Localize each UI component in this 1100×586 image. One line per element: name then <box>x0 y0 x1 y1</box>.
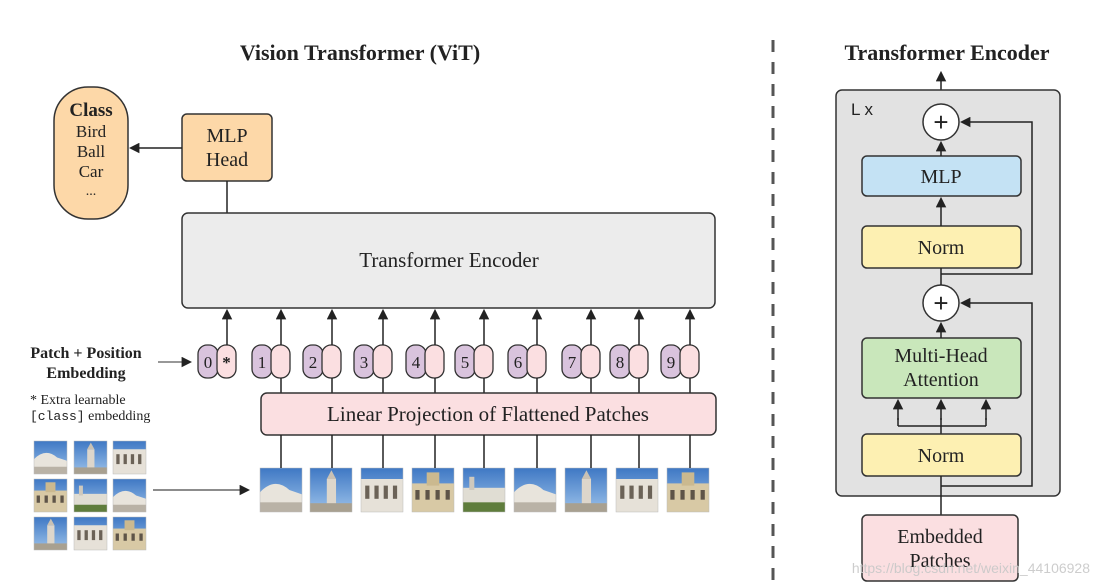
grid-tile-3 <box>112 440 147 475</box>
token-3: 3 <box>353 308 393 393</box>
grid-tile-4 <box>33 478 68 513</box>
skip-connection-bottom <box>941 297 1033 487</box>
encoder-mlp-label: MLP <box>920 166 961 188</box>
watermark: https://blog.csdn.net/weixin_44106928 <box>852 560 1090 576</box>
skip-connection-top <box>941 116 1033 275</box>
token-6: 6 <box>507 308 547 393</box>
class-item-more: ... <box>86 184 97 199</box>
qkv-branch-lines <box>897 418 987 434</box>
grid-tile-9 <box>112 516 147 551</box>
embedded-patches-line2: Patches <box>909 550 970 572</box>
plus-middle-label: + <box>933 288 948 318</box>
patch-image-7 <box>564 467 608 513</box>
patch-embedding <box>526 344 547 379</box>
norm-bottom-label: Norm <box>918 445 965 467</box>
patch-embedding <box>473 344 494 379</box>
mlp-head-line1: MLP <box>206 125 247 147</box>
position-index: 1 <box>258 353 267 372</box>
patch-image-4 <box>411 467 455 513</box>
token-0: 0* <box>197 308 237 379</box>
transformer-encoder-label: Transformer Encoder <box>359 248 538 272</box>
token-4: 4 <box>405 308 445 393</box>
norm-top-label: Norm <box>918 237 965 259</box>
patch-image-1 <box>259 467 303 513</box>
transformer-encoder-box <box>181 212 716 309</box>
patch-embedding <box>679 344 700 379</box>
grid-tile-6 <box>112 478 147 513</box>
patch-images <box>259 435 710 513</box>
patch-embedding <box>321 344 342 379</box>
position-index: 4 <box>412 353 421 372</box>
class-box <box>53 86 129 220</box>
patch-embedding <box>270 344 291 379</box>
position-index: 2 <box>309 353 318 372</box>
footnote-class-code: [class] <box>30 409 85 424</box>
embedding-label-line1: Patch + Position <box>30 345 141 362</box>
class-item-car: Car <box>79 162 104 181</box>
plus-top-label: + <box>933 107 948 137</box>
token-7: 7 <box>561 308 601 393</box>
grid-tile-5 <box>73 478 108 513</box>
embedding-label-line2: Embedding <box>46 365 125 382</box>
grid-tile-1 <box>33 440 68 475</box>
grid-tile-7 <box>33 516 68 551</box>
residual-add-top <box>922 103 960 141</box>
position-index: 3 <box>360 353 369 372</box>
grid-tile-8 <box>73 516 108 551</box>
token-9: 9 <box>660 308 700 393</box>
position-index: 5 <box>461 353 470 372</box>
position-index: 0 <box>204 353 213 372</box>
token-2: 2 <box>302 308 342 393</box>
footnote-line2: [class] embedding <box>30 409 150 424</box>
position-index: 6 <box>514 353 523 372</box>
source-image-grid <box>33 440 147 551</box>
encoder-title: Transformer Encoder <box>844 40 1049 65</box>
patch-image-2 <box>309 467 353 513</box>
attention-line1: Multi-Head <box>894 345 987 367</box>
patch-image-3 <box>360 467 404 513</box>
embedded-patches-box <box>861 514 1019 582</box>
class-token-marker: * <box>222 353 231 372</box>
linear-projection-label: Linear Projection of Flattened Patches <box>327 402 649 426</box>
token-1: 1 <box>251 308 291 393</box>
grid-tile-2 <box>73 440 108 475</box>
patch-image-8 <box>615 467 659 513</box>
patch-embedding <box>372 344 393 379</box>
embedded-patches-line1: Embedded <box>897 526 983 548</box>
patch-image-9 <box>666 467 710 513</box>
position-index: 8 <box>616 353 625 372</box>
linear-projection-box <box>260 392 717 436</box>
vit-title: Vision Transformer (ViT) <box>240 40 480 65</box>
patch-embedding <box>424 344 445 379</box>
token-5: 5 <box>454 308 494 393</box>
patch-image-5 <box>462 467 506 513</box>
class-title: Class <box>69 100 112 121</box>
class-item-bird: Bird <box>76 122 107 141</box>
position-index: 7 <box>568 353 577 372</box>
class-item-ball: Ball <box>77 142 106 161</box>
patch-embedding <box>628 344 649 379</box>
attention-line2: Attention <box>903 369 979 391</box>
footnote-line1: * Extra learnable <box>30 393 126 408</box>
patch-image-6 <box>513 467 557 513</box>
repeat-label: L x <box>851 100 874 119</box>
token-8: 8 <box>609 308 649 393</box>
mlp-head-line2: Head <box>206 149 248 171</box>
position-index: 9 <box>667 353 676 372</box>
footnote-rest: embedding <box>85 409 151 424</box>
patch-embedding <box>580 344 601 379</box>
